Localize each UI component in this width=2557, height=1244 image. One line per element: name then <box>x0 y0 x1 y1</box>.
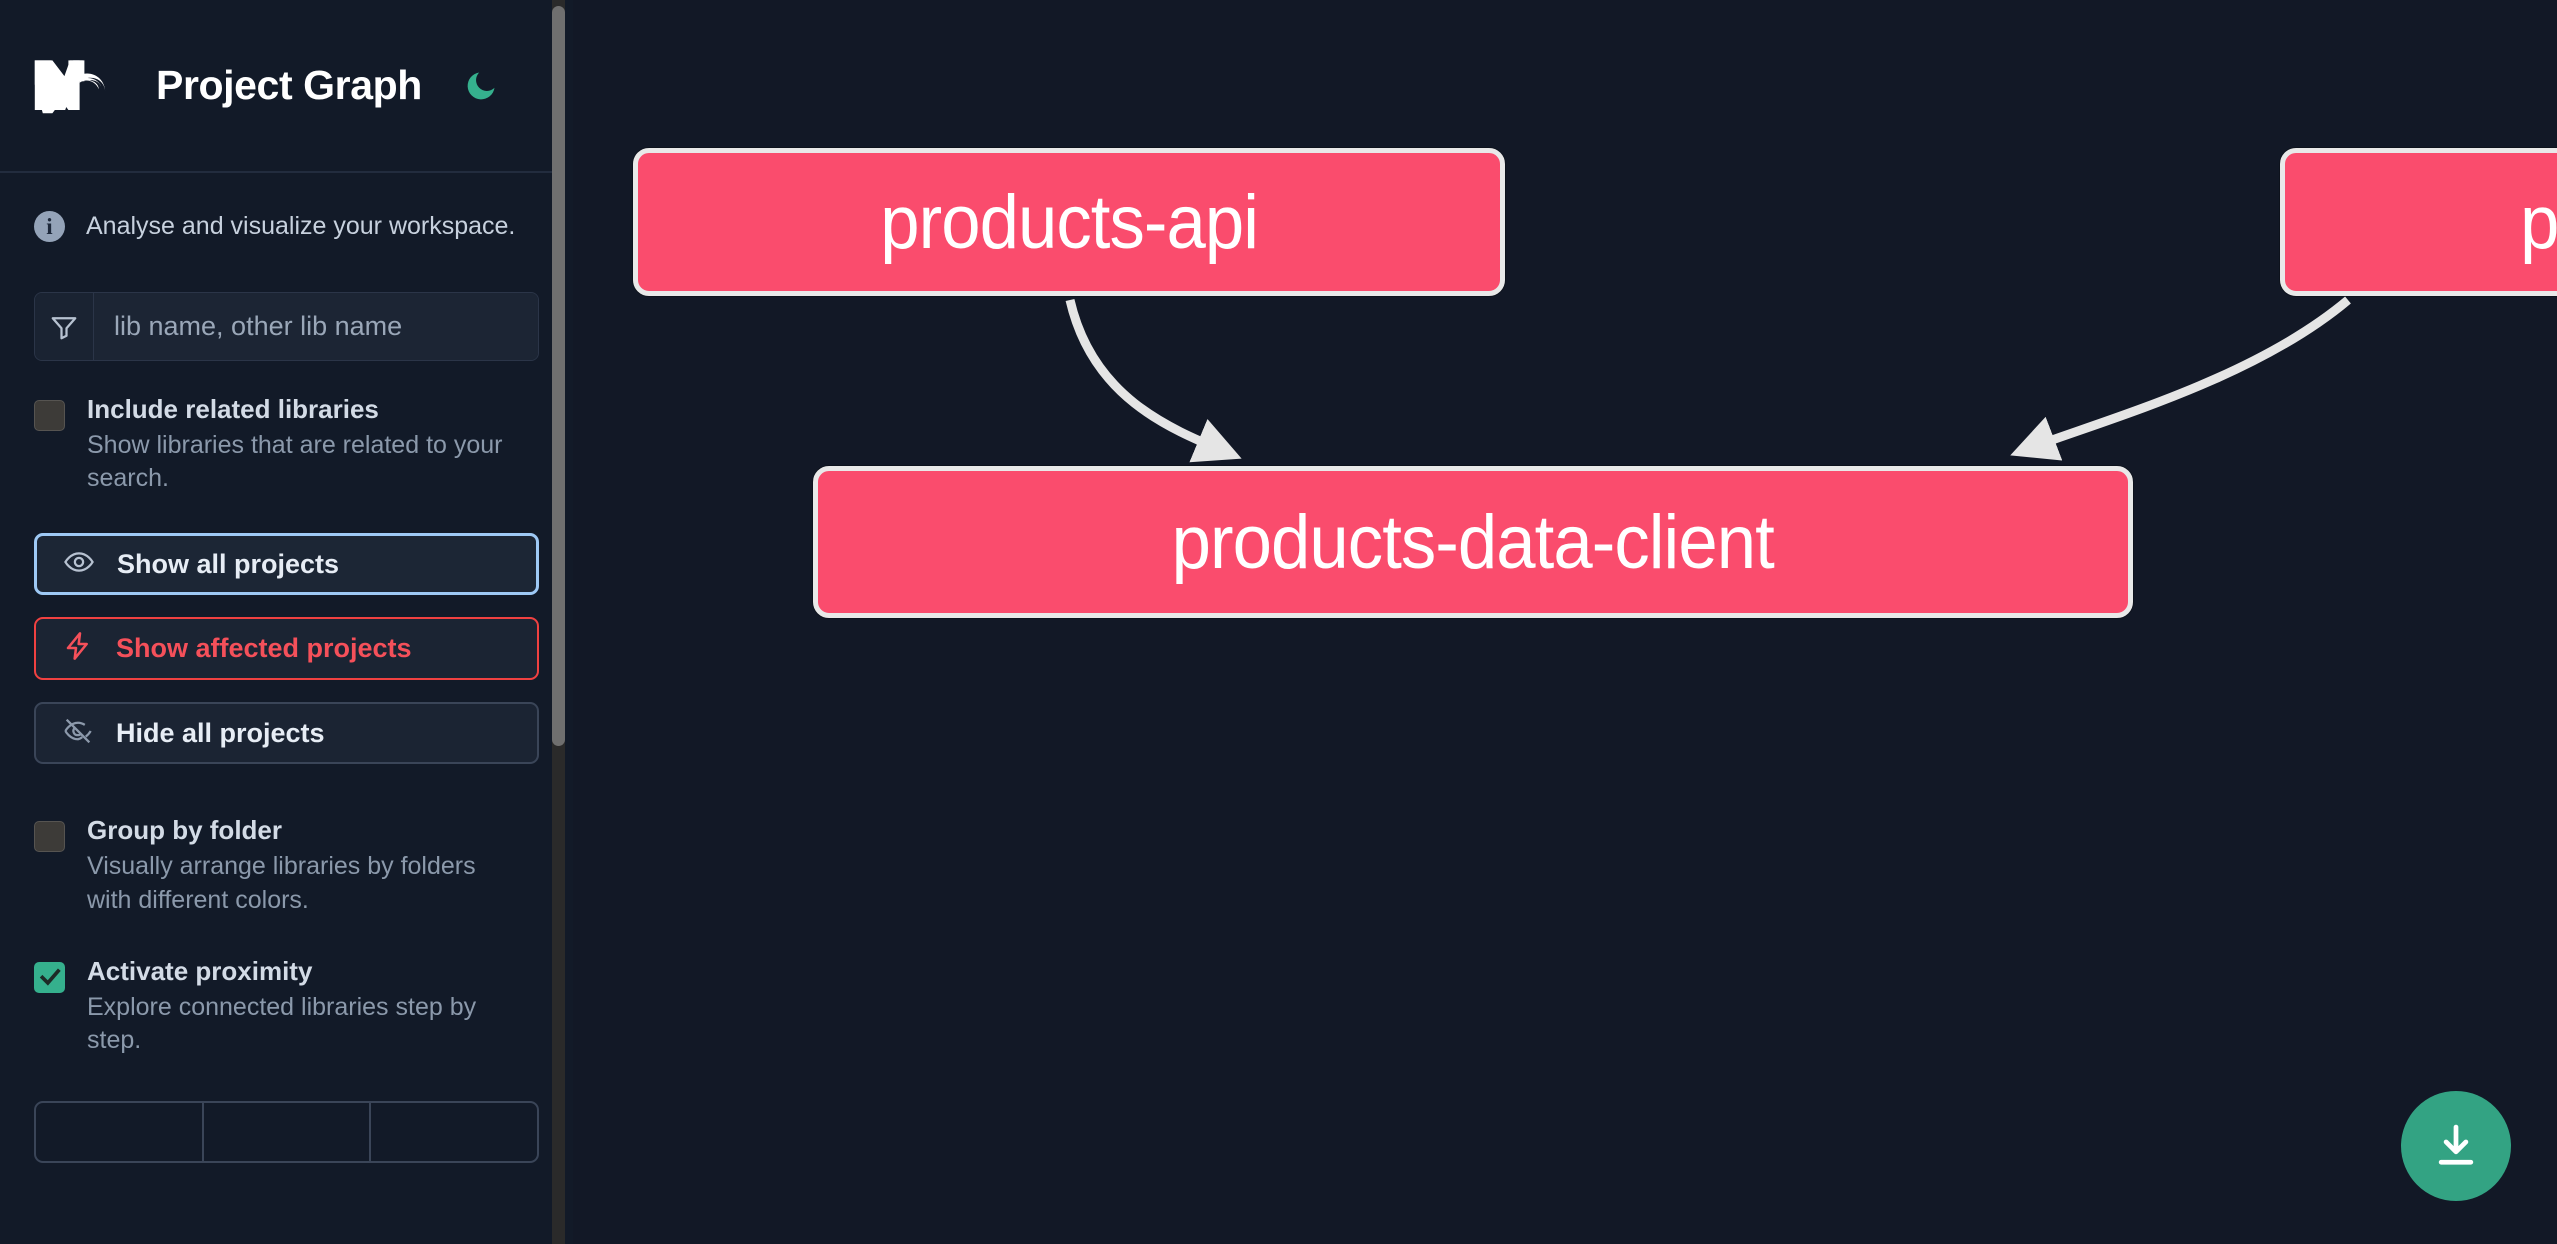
activate-proximity-description: Explore connected libraries step by step… <box>87 992 477 1054</box>
sidebar-right-edge <box>565 0 573 1244</box>
graph-edges <box>1065 296 2351 463</box>
nx-logo-icon <box>30 54 126 118</box>
graph-node-label: products-api <box>880 179 1259 265</box>
projects-button-group: Show all projects Show affected projects <box>34 533 539 765</box>
info-icon: i <box>34 210 65 242</box>
activate-proximity-label: Activate proximity <box>87 955 313 986</box>
sidebar-scroll-area[interactable]: Project Graph i Analyse and visualize yo… <box>0 0 573 1244</box>
hide-all-projects-label: Hide all projects <box>116 717 325 748</box>
graph-node-products-api[interactable]: products-api <box>633 148 1505 296</box>
show-affected-projects-button[interactable]: Show affected projects <box>34 617 539 681</box>
moon-icon[interactable] <box>458 63 504 109</box>
graph-canvas[interactable]: products-api products-cli products-data-… <box>573 0 2557 1244</box>
proximity-segmented-control <box>34 1101 539 1164</box>
segment-1[interactable] <box>36 1103 204 1162</box>
segment-2[interactable] <box>204 1103 372 1162</box>
option-include-related-libraries[interactable]: Include related libraries Show libraries… <box>34 394 539 495</box>
workspace-info-text: Analyse and visualize your workspace. <box>86 211 516 240</box>
download-graph-button[interactable] <box>2401 1091 2511 1201</box>
bolt-icon <box>62 630 94 667</box>
group-by-folder-label: Group by folder <box>87 815 282 846</box>
page-title: Project Graph <box>156 62 422 108</box>
eye-off-icon <box>62 715 94 752</box>
eye-icon <box>63 546 95 583</box>
graph-node-products-cli[interactable]: products-cli <box>2280 148 2557 296</box>
hide-all-projects-button[interactable]: Hide all projects <box>34 702 539 765</box>
include-related-libraries-checkbox[interactable] <box>34 400 65 431</box>
segment-3[interactable] <box>371 1103 537 1161</box>
edge-products-api-to-products-data-client <box>1065 298 1242 463</box>
option-activate-proximity[interactable]: Activate proximity Explore connected lib… <box>34 955 539 1057</box>
search-field-wrapper[interactable] <box>34 292 539 361</box>
filter-icon <box>35 293 94 360</box>
sidebar-header: Project Graph <box>0 0 573 173</box>
workspace-info: i Analyse and visualize your workspace. <box>34 173 539 279</box>
group-by-folder-description: Visually arrange libraries by folders wi… <box>87 852 476 914</box>
group-by-folder-checkbox[interactable] <box>34 821 65 853</box>
sidebar: Project Graph i Analyse and visualize yo… <box>0 0 573 1244</box>
edge-products-cli-to-products-data-client <box>2010 296 2351 461</box>
show-affected-projects-label: Show affected projects <box>116 633 412 664</box>
graph-node-label: products-cli <box>2519 179 2557 265</box>
include-related-libraries-label: Include related libraries <box>87 394 379 424</box>
show-all-projects-label: Show all projects <box>117 548 340 579</box>
option-group-by-folder[interactable]: Group by folder Visually arrange librari… <box>34 815 539 916</box>
sidebar-body: i Analyse and visualize your workspace. <box>0 173 573 1164</box>
graph-node-products-data-client[interactable]: products-data-client <box>813 466 2133 618</box>
search-input[interactable] <box>94 293 538 360</box>
graph-node-label: products-data-client <box>1171 499 1775 585</box>
sidebar-scrollbar-thumb[interactable] <box>552 6 565 746</box>
include-related-libraries-description: Show libraries that are related to your … <box>87 430 503 493</box>
download-icon <box>2438 1124 2474 1165</box>
show-all-projects-button[interactable]: Show all projects <box>34 533 539 596</box>
activate-proximity-checkbox[interactable] <box>34 961 65 993</box>
